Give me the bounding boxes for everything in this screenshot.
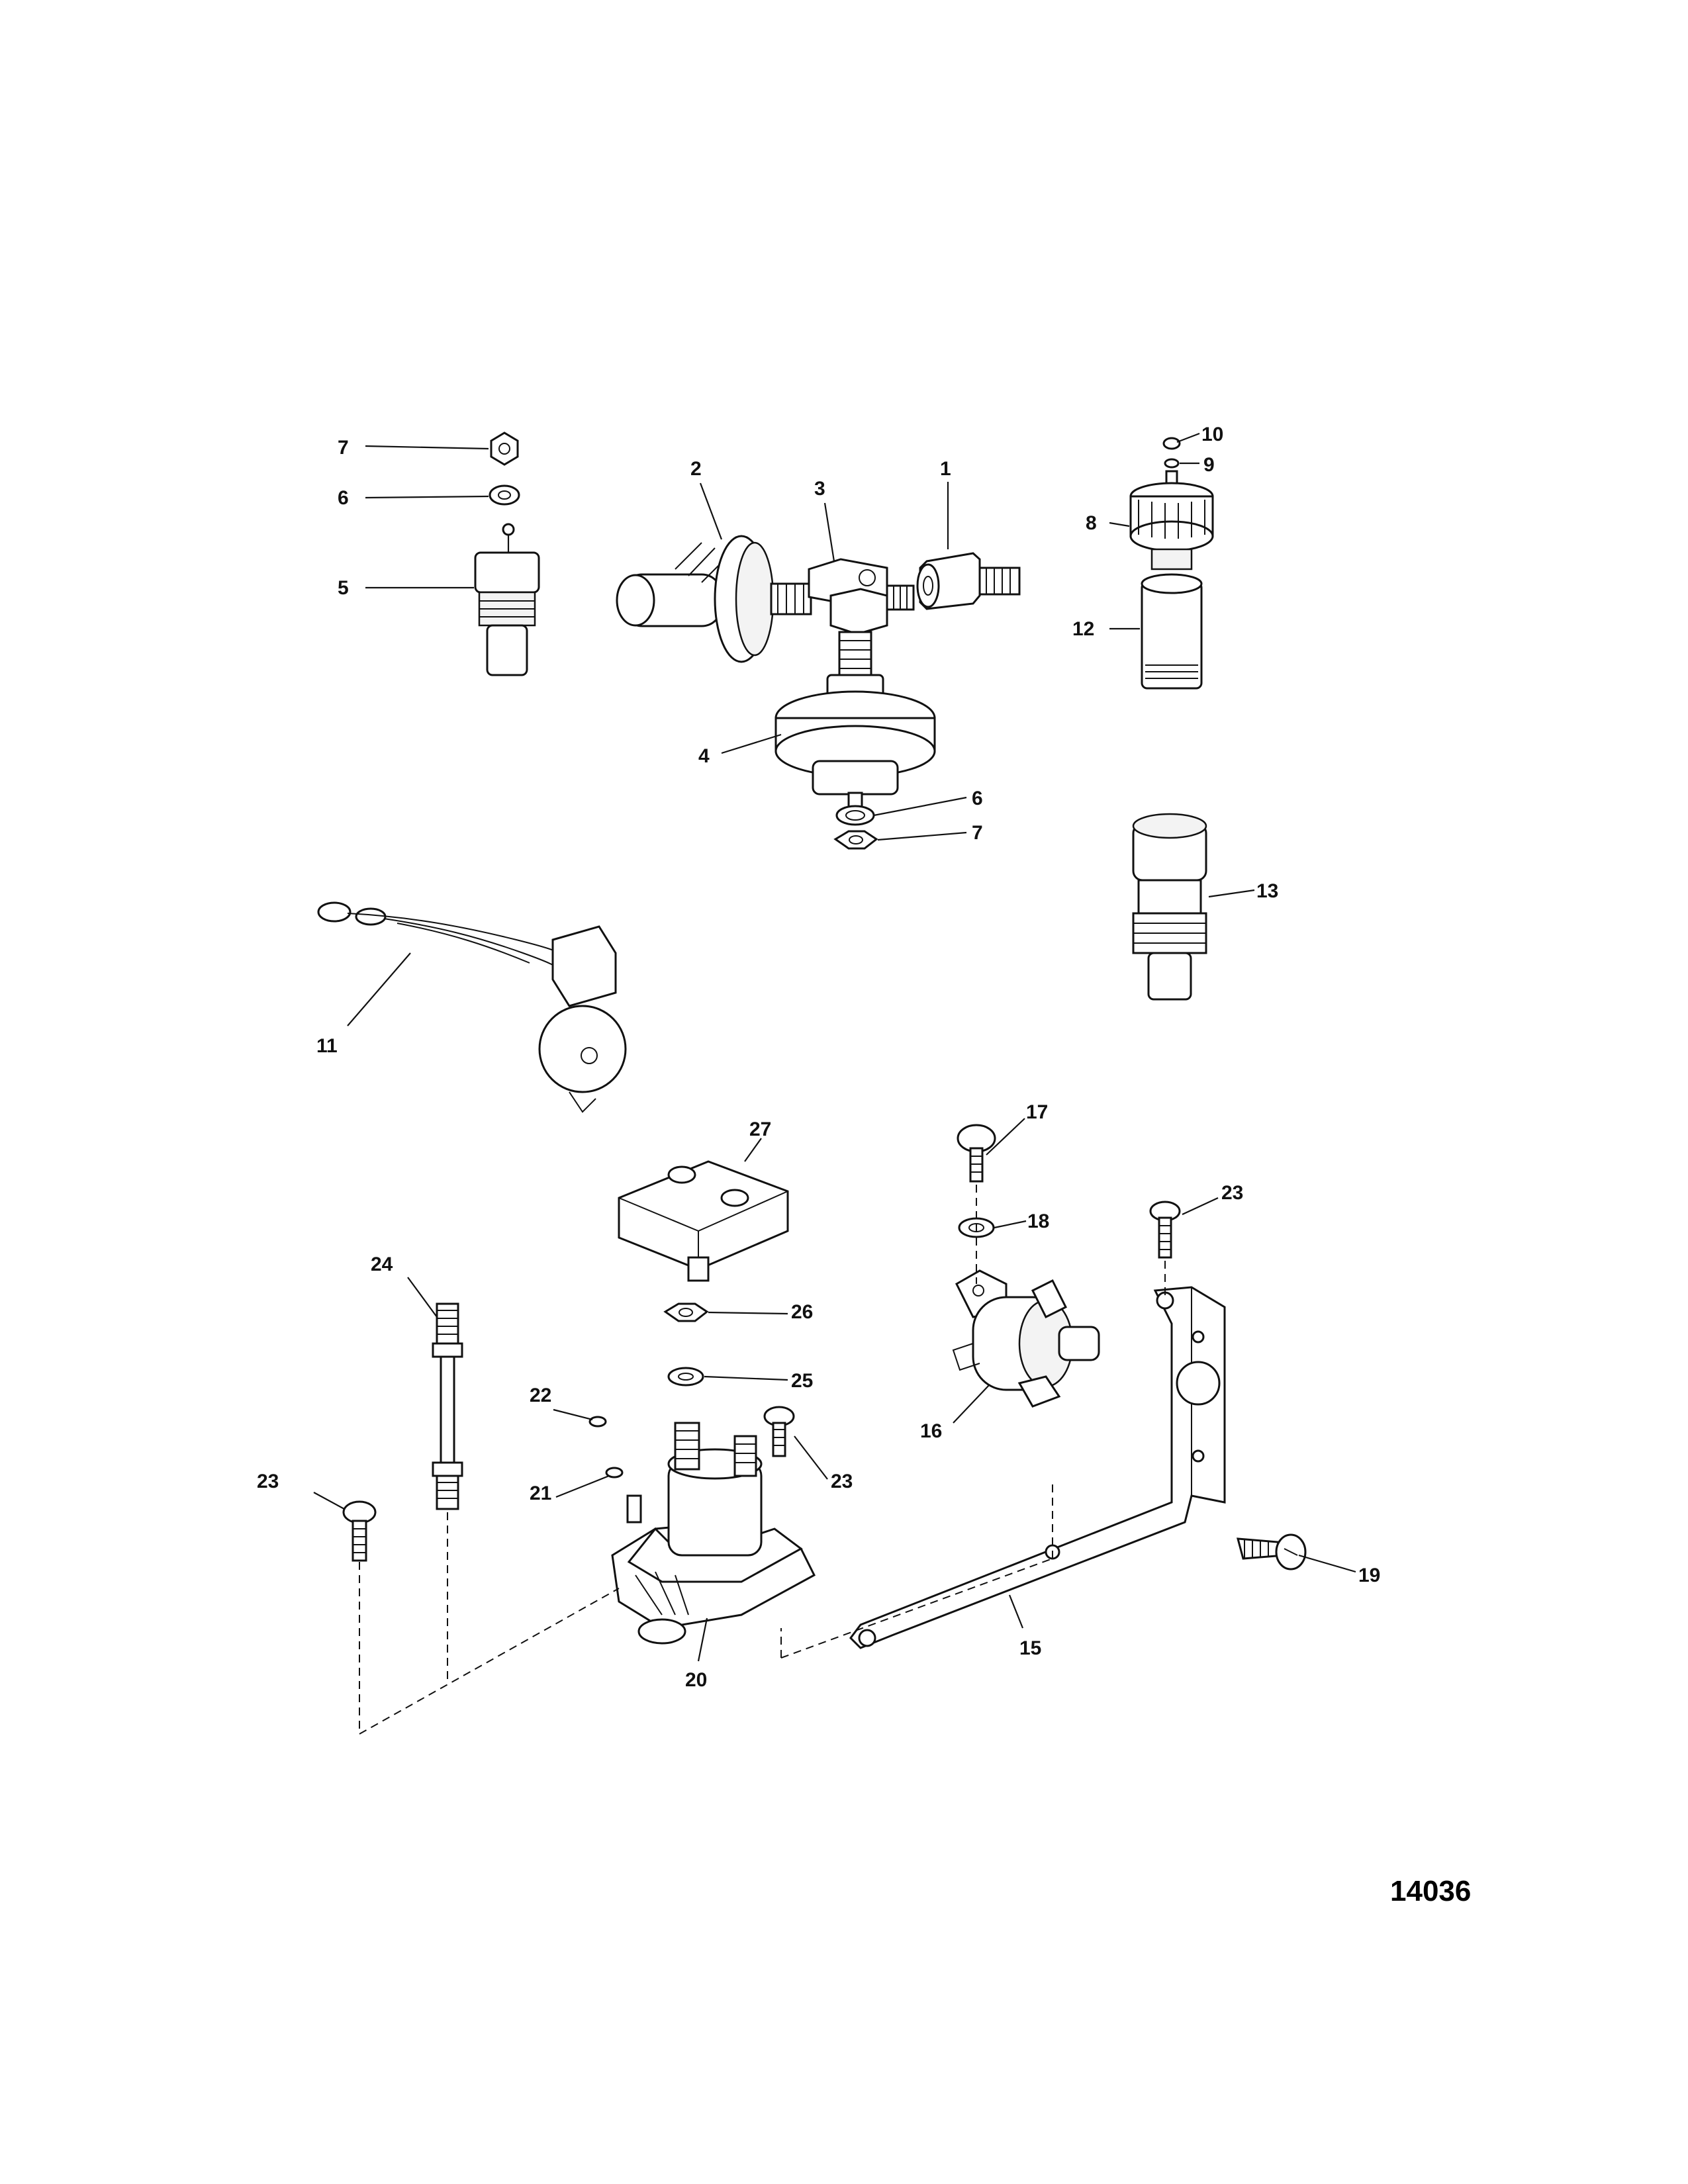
callout-8: 8 — [1086, 512, 1097, 534]
washer-part-21 — [605, 1467, 624, 1479]
screw-part-23-middle — [763, 1406, 795, 1457]
callout-13: 13 — [1256, 880, 1278, 902]
nut-part-7-bottom — [833, 830, 878, 850]
callout-16: 16 — [920, 1420, 942, 1442]
callout-labels: 7 6 5 2 3 1 10 9 8 12 4 6 7 13 11 17 27 … — [257, 424, 1380, 1691]
washer-part-25 — [667, 1367, 704, 1387]
callout-2: 2 — [690, 458, 702, 480]
adapter-part-12 — [1141, 573, 1203, 690]
nut-part-22 — [588, 1416, 607, 1428]
wiring-harness-part-11 — [317, 901, 627, 1113]
screw-part-17 — [957, 1124, 996, 1183]
callout-1: 1 — [940, 458, 951, 480]
callout-6-bottom: 6 — [972, 788, 983, 809]
callout-11: 11 — [316, 1035, 338, 1057]
tee-fitting-part-3 — [808, 558, 915, 635]
callout-20: 20 — [685, 1669, 707, 1691]
temperature-sender-part-5 — [474, 523, 540, 676]
mounting-bracket-part-15 — [849, 1286, 1226, 1649]
oil-pressure-switch-part-2 — [616, 535, 812, 663]
assembly-centerlines — [359, 1185, 1166, 1735]
callout-21: 21 — [530, 1482, 551, 1504]
callout-18: 18 — [1027, 1210, 1049, 1232]
nut-part-26 — [663, 1302, 709, 1322]
callout-23-left: 23 — [257, 1471, 279, 1492]
callout-4: 4 — [698, 745, 710, 767]
nut-part-7-top — [490, 432, 519, 466]
stud-part-24 — [432, 1302, 463, 1510]
callout-25: 25 — [791, 1370, 813, 1392]
nut-part-10 — [1162, 437, 1181, 450]
callout-23-middle: 23 — [831, 1471, 853, 1492]
callout-15: 15 — [1019, 1637, 1041, 1659]
callout-3: 3 — [814, 478, 825, 500]
callout-7-top: 7 — [338, 437, 349, 459]
callout-23-right: 23 — [1221, 1182, 1243, 1204]
leader-lines — [313, 432, 1356, 1662]
callout-5: 5 — [338, 577, 349, 599]
screw-part-23-right — [1149, 1201, 1181, 1259]
pressure-switch-part-4 — [774, 631, 936, 814]
screw-part-23-left — [342, 1500, 377, 1562]
callout-7-bottom: 7 — [972, 822, 983, 844]
callout-9: 9 — [1203, 454, 1215, 476]
callout-22: 22 — [530, 1385, 551, 1406]
callout-17: 17 — [1026, 1101, 1048, 1123]
callout-10: 10 — [1201, 424, 1223, 445]
switch-part-16 — [952, 1269, 1100, 1408]
washer-part-9 — [1164, 458, 1180, 469]
solenoid-part-20 — [611, 1422, 816, 1645]
sensor-part-13 — [1132, 813, 1207, 1001]
figure-number: 14036 — [1390, 1875, 1471, 1907]
sender-part-8 — [1129, 470, 1214, 570]
callout-26: 26 — [791, 1301, 813, 1323]
callout-12: 12 — [1072, 618, 1094, 640]
coupling-part-1 — [916, 552, 1021, 610]
screw-part-19 — [1237, 1533, 1307, 1570]
callout-27: 27 — [749, 1118, 771, 1140]
callout-6-top: 6 — [338, 487, 349, 509]
terminal-cover-part-27 — [618, 1160, 789, 1282]
callout-24: 24 — [371, 1253, 393, 1275]
washer-part-6-top — [489, 484, 520, 506]
callout-19: 19 — [1358, 1565, 1380, 1586]
washer-part-6-bottom — [835, 805, 875, 826]
